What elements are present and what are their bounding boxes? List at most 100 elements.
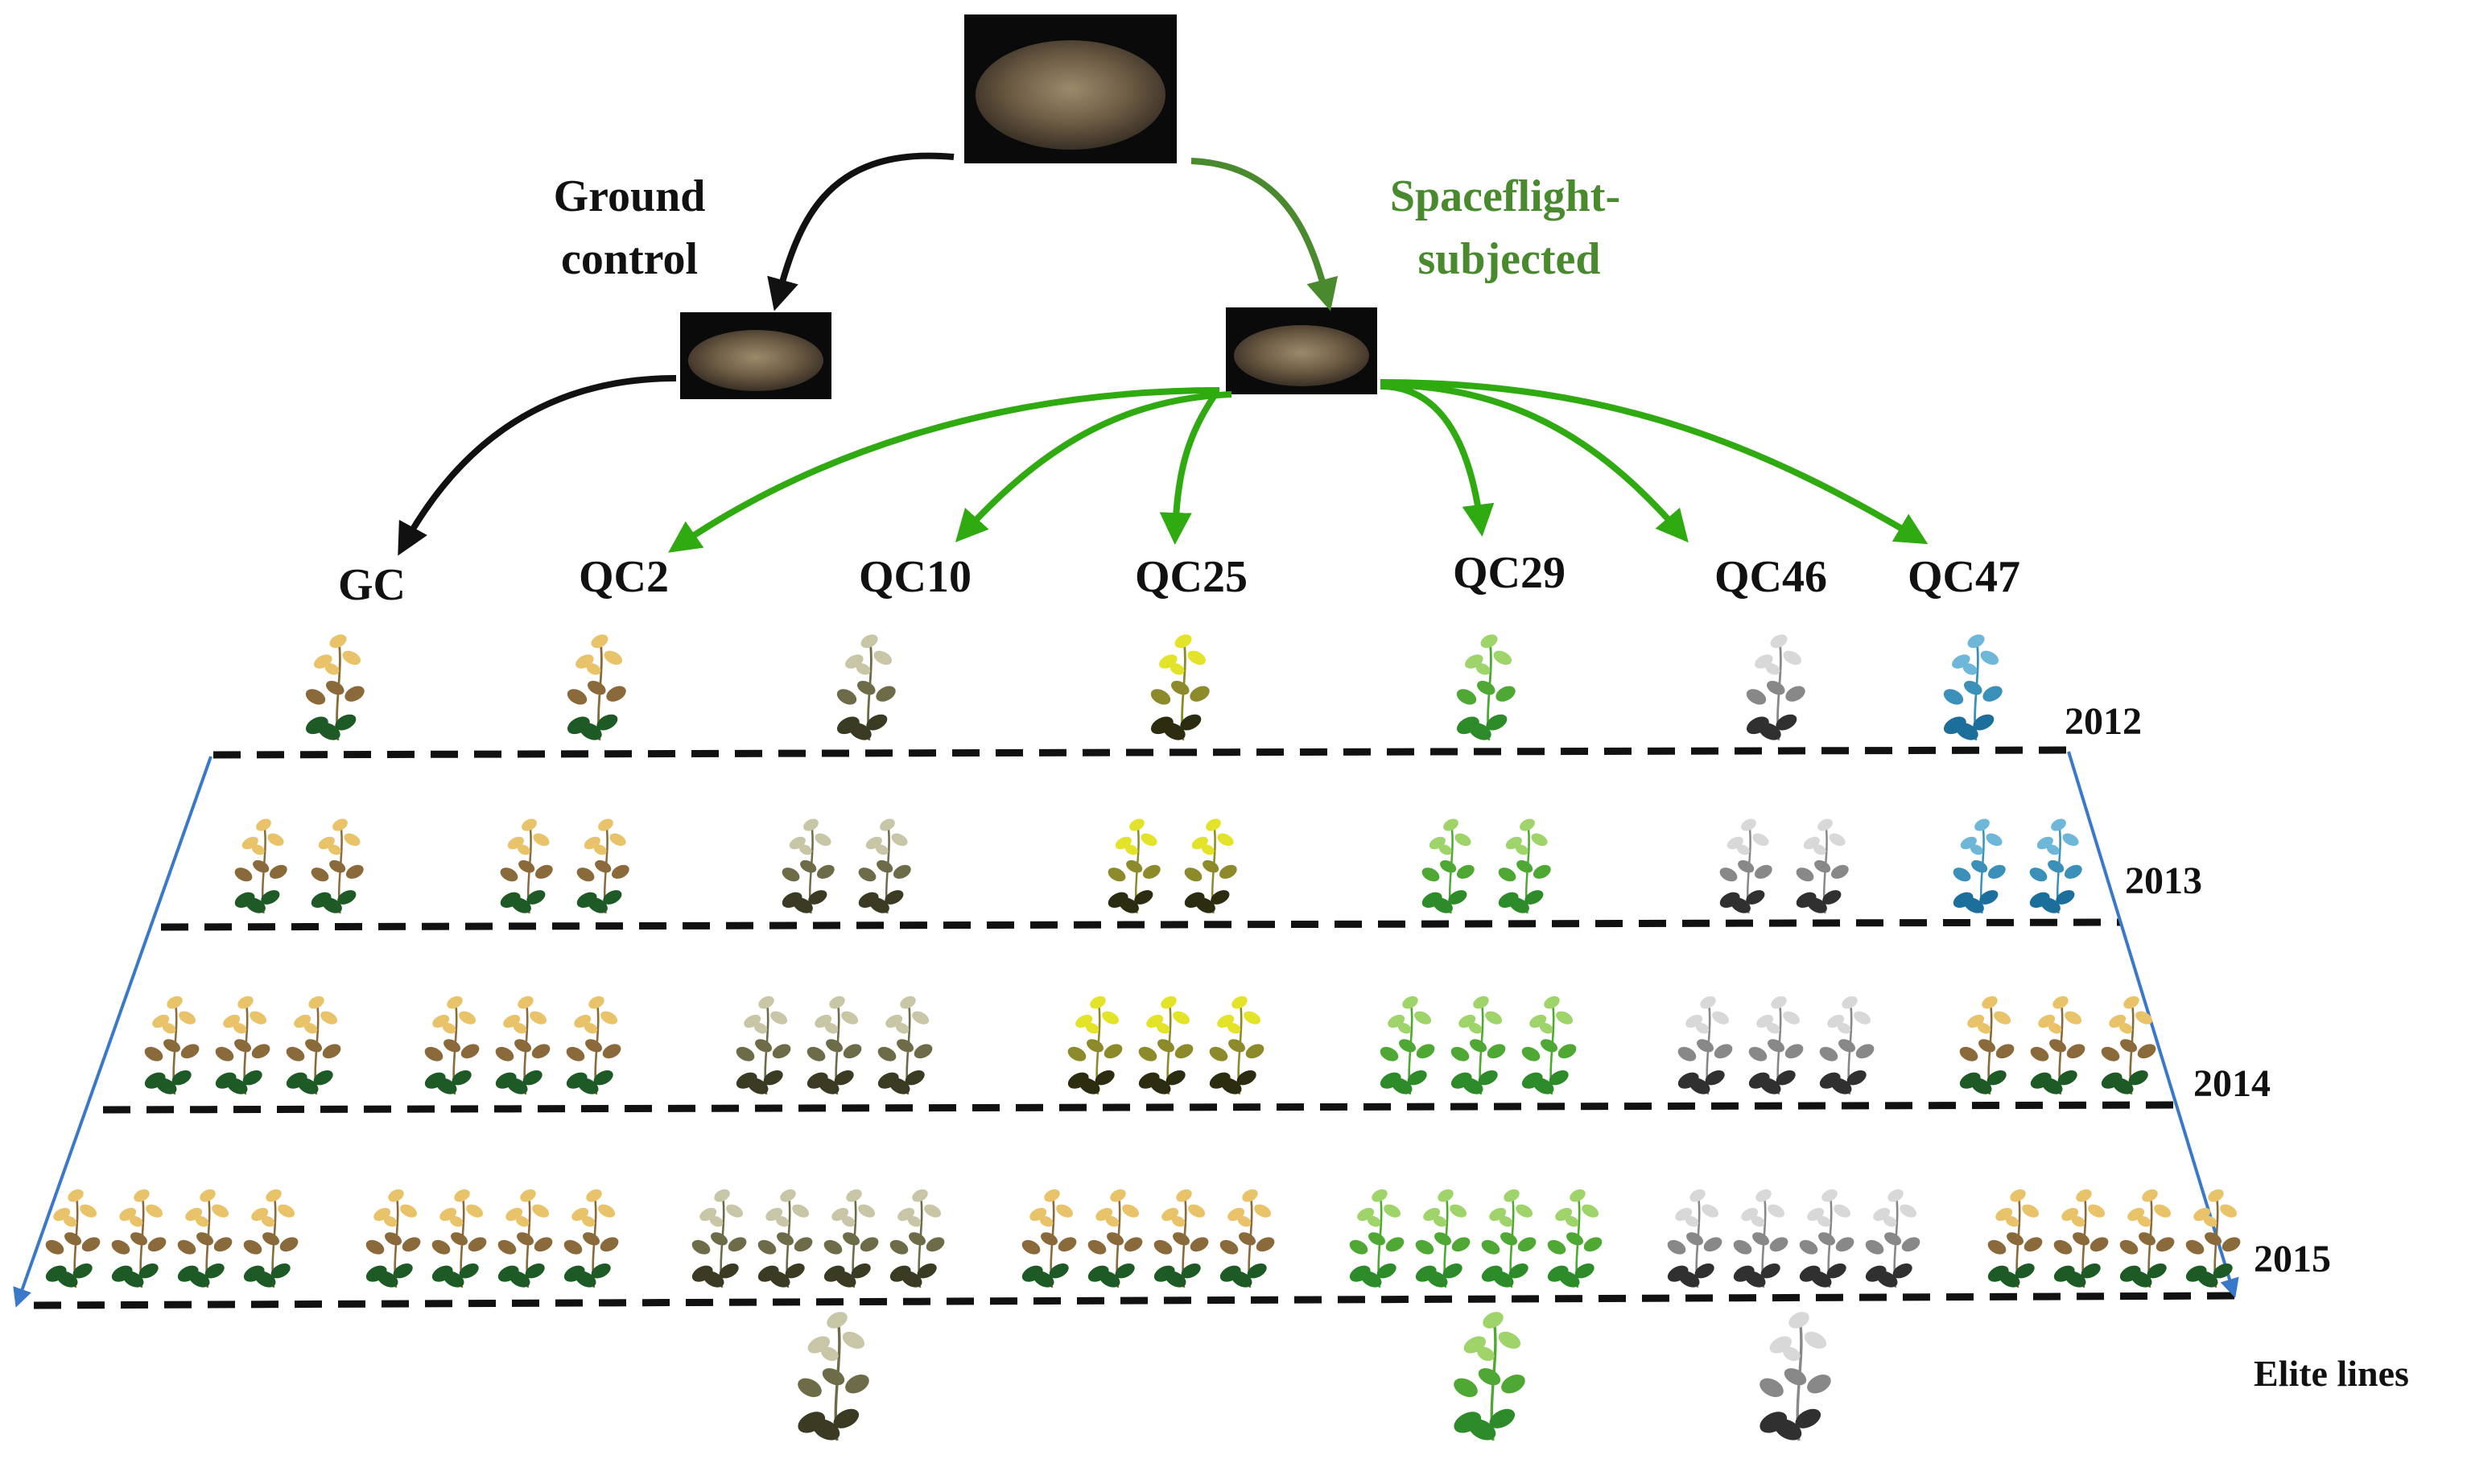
plant-qc2 [495,996,551,1095]
plant-gc [1987,1189,2043,1288]
plant-qc2 [567,634,626,741]
plant-gc [431,1189,487,1288]
year-label-2012: 2012 [2065,700,2142,743]
plant-qc46 [1759,1312,1831,1441]
plant-qc10 [807,996,862,1095]
plant-qc46 [1796,818,1849,914]
plant-gc [45,1189,101,1288]
ground-control-label-line2: control [561,234,698,284]
plant-qc29 [1456,634,1516,741]
plant-qc25 [1067,996,1123,1095]
plant-qc29 [1380,996,1435,1095]
dashed-separator-2013 [160,918,2122,931]
plant-qc10 [823,1189,879,1288]
plant-gc [497,1189,553,1288]
plant-qc29 [1481,1189,1537,1288]
plant-qc10 [798,1312,869,1441]
plant-gc [177,1189,233,1288]
plant-qc29 [1498,818,1551,914]
plant-gc [144,996,200,1095]
line-label-qc25: QC25 [1135,552,1248,602]
year-label-2014: 2014 [2193,1062,2271,1105]
ground-control-seed-image [680,312,831,399]
dashed-separator-2012 [212,746,2069,759]
plant-qc2 [424,996,480,1095]
plant-qc25 [1184,818,1237,914]
plant-gc [243,1189,299,1288]
plant-gc [2030,996,2085,1095]
plant-gc [1959,996,2015,1095]
plant-qc25 [1209,996,1264,1095]
plant-qc29 [1450,996,1506,1095]
dashed-separator-2015 [33,1292,2246,1309]
plant-gc [311,818,364,914]
plant-qc25 [1138,996,1194,1095]
arrow-to-qc29 [1380,383,1495,537]
plant-qc29 [1415,1189,1471,1288]
plant-qc46 [1667,1189,1722,1288]
plant-qc10 [782,818,835,914]
arrow-to-gc [398,375,677,556]
plant-gc [286,996,341,1095]
plant-qc46 [1748,996,1804,1095]
plant-gc [2119,1189,2175,1288]
plant-gc [1087,1189,1143,1288]
line-label-qc29: QC29 [1453,548,1566,598]
arrow-to-qc47 [1380,379,1929,545]
dashed-separator-2014 [102,1101,2178,1114]
plant-qc29 [1521,996,1577,1095]
year-label-2013: 2013 [2125,859,2202,902]
line-label-gc: GC [338,560,406,610]
plant-gc [111,1189,167,1288]
line-label-qc47: QC47 [1908,552,2020,602]
ground-control-label-line1: Ground [554,171,706,221]
plant-qc2 [566,996,621,1095]
line-label-qc2: QC2 [579,552,669,602]
plant-qc46 [1865,1189,1920,1288]
arrow-to-qc46 [1380,381,1689,543]
plant-illustrations [45,634,2241,1441]
plant-qc25 [1150,634,1210,741]
plant-qc10 [691,1189,747,1288]
plant-qc47 [2029,818,2082,914]
plant-qc46 [1819,996,1875,1095]
plant-qc47 [1953,818,2006,914]
spaceflight-seed-image [1226,307,1377,394]
plant-gc [1021,1189,1077,1288]
plant-gc [2185,1189,2241,1288]
spaceflight-label-line1: Spaceflight- [1390,171,1620,221]
plant-gc [1219,1189,1275,1288]
left-boundary-arrow [13,756,212,1308]
plant-gc [215,996,270,1095]
line-label-qc10: QC10 [859,552,972,602]
arrow-to-qc2 [668,387,1220,553]
plant-qc46 [1733,1189,1788,1288]
plant-qc2 [576,818,629,914]
plant-gc [234,818,287,914]
seed-source-image [964,14,1177,163]
plant-qc29 [1349,1189,1405,1288]
ground-control-arrow [767,152,955,311]
plant-qc25 [1108,818,1161,914]
elite-lines-label: Elite lines [2254,1353,2409,1394]
plant-qc10 [889,1189,945,1288]
plant-gc [2101,996,2156,1095]
plant-qc10 [736,996,791,1095]
line-label-qc46: QC46 [1714,552,1827,602]
arrow-to-qc10 [955,391,1232,542]
arrow-to-qc25 [1159,392,1219,545]
plant-qc10 [877,996,933,1095]
plant-qc46 [1719,818,1772,914]
plant-gc [305,634,365,741]
plant-gc [563,1189,619,1288]
plant-qc46 [1799,1189,1854,1288]
plant-qc47 [1943,634,2003,741]
spaceflight-arrow [1190,158,1339,311]
plant-qc46 [1677,996,1733,1095]
spaceflight-label-line2: subjected [1417,234,1600,284]
year-label-2015: 2015 [2254,1238,2331,1280]
plant-qc29 [1454,1312,1525,1441]
plant-qc2 [500,818,553,914]
plant-qc10 [836,634,896,741]
